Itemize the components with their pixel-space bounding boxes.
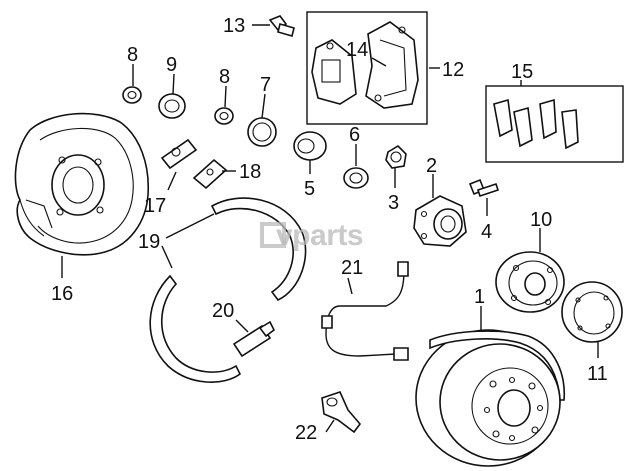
callout-15: 15 [511,61,533,83]
callout-7: 7 [260,74,271,96]
part-10-hub-plate [495,251,565,313]
part-16-backing-plate [14,112,150,256]
callout-6: 6 [349,124,360,146]
part-12-caliper-body [311,39,357,105]
callout-labels: 1 2 3 4 5 6 7 8 8 9 10 11 12 13 14 15 16… [51,15,608,444]
part-7-o-ring [247,117,277,147]
callout-22: 22 [295,422,317,444]
callout-19: 19 [138,231,160,253]
callout-8b: 8 [219,66,230,88]
part-8-washer-left [122,86,142,104]
part-21-brake-hose [321,261,409,361]
part-13-bleeder-screw [268,15,295,37]
leader-lines [61,24,599,433]
callout-3: 3 [388,192,399,214]
watermark-text: vparts [276,219,363,252]
callout-17: 17 [144,195,166,217]
part-19-brake-shoe-lower [149,274,242,383]
callout-9: 9 [166,54,177,76]
callout-18: 18 [239,161,261,183]
callout-20: 20 [212,300,234,322]
callout-4: 4 [481,221,492,243]
part-20-wheel-cylinder [232,320,276,358]
part-14-caliper-bracket [365,21,419,109]
callout-13: 13 [223,15,245,37]
part-8-washer-right [214,107,234,125]
caliper-group-box [306,11,428,125]
callout-2: 2 [426,155,437,177]
part-18-adjuster-lever [192,158,228,190]
part-15-brake-pads [485,85,624,163]
callout-21: 21 [341,257,363,279]
callout-5: 5 [304,178,315,200]
callout-14: 14 [346,39,368,61]
watermark: vparts [260,219,364,252]
part-4-bolt [468,178,500,198]
callout-11: 11 [587,363,608,385]
callout-1: 1 [474,286,485,308]
callout-10: 10 [530,209,552,231]
part-3-sleeve [385,144,407,169]
part-22-abs-sensor [321,391,362,434]
part-11-gasket [561,281,623,343]
part-6-seal [343,167,369,189]
callout-16: 16 [51,283,73,305]
part-2-hub-carrier [413,195,467,247]
callout-8a: 8 [127,44,138,66]
part-1-brake-rotor [415,329,566,467]
part-9-seal [158,93,186,119]
part-5-bushing [293,131,327,161]
part-17-adjuster [160,138,198,170]
callout-12: 12 [442,59,464,81]
